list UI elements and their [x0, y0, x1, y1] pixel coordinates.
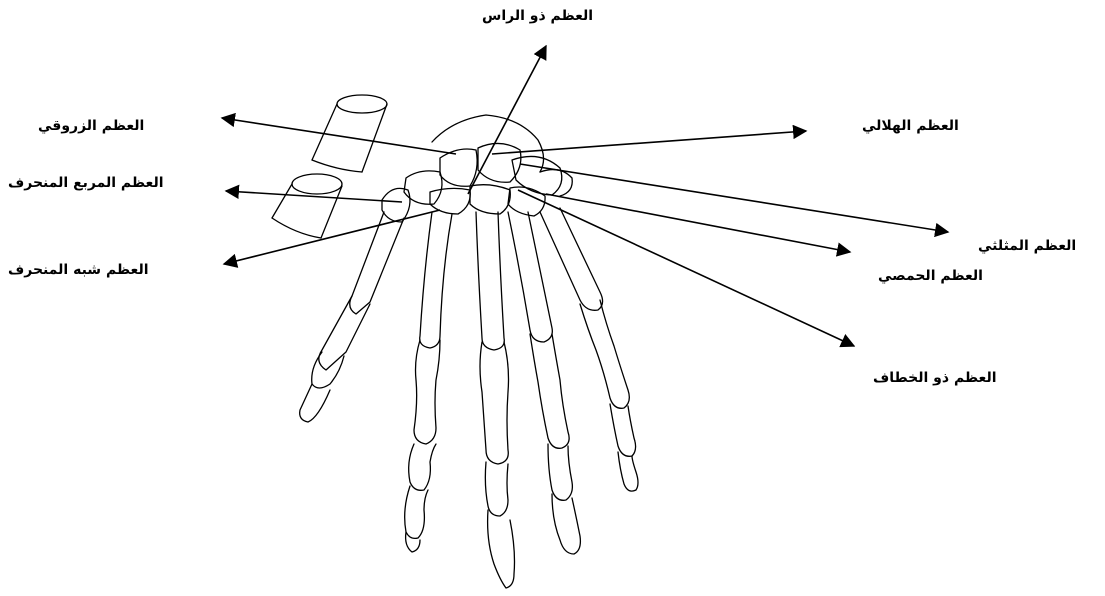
- label-pisiform: العظم الحمصي: [878, 268, 983, 284]
- middle-finger-bones: [476, 212, 515, 588]
- index-finger-bones: [405, 212, 452, 552]
- label-capitate: العظم ذو الراس: [482, 8, 593, 24]
- label-hamate: العظم ذو الخطاف: [873, 370, 997, 386]
- label-trapezium: العظم المربع المنحرف: [8, 175, 164, 191]
- arrow-trapezium: [226, 191, 402, 202]
- arrow-trapezoid: [224, 210, 440, 264]
- label-scaphoid: العظم الزروقي: [38, 118, 144, 134]
- thumb-bones: [300, 212, 404, 422]
- arrow-scaphoid: [222, 118, 456, 154]
- arrow-pisiform: [546, 194, 850, 252]
- ring-finger-bones: [508, 212, 580, 554]
- label-triquetrum: العظم المثلثي: [978, 238, 1076, 254]
- arrow-triquetrum: [520, 164, 948, 232]
- arrow-hamate: [518, 190, 854, 346]
- arrow-capitate: [468, 46, 546, 194]
- label-trapezoid: العظم شبه المنحرف: [8, 262, 149, 278]
- loose-bone-cylinder-lower: [272, 174, 342, 238]
- label-lunate: العظم الهلالي: [862, 118, 959, 134]
